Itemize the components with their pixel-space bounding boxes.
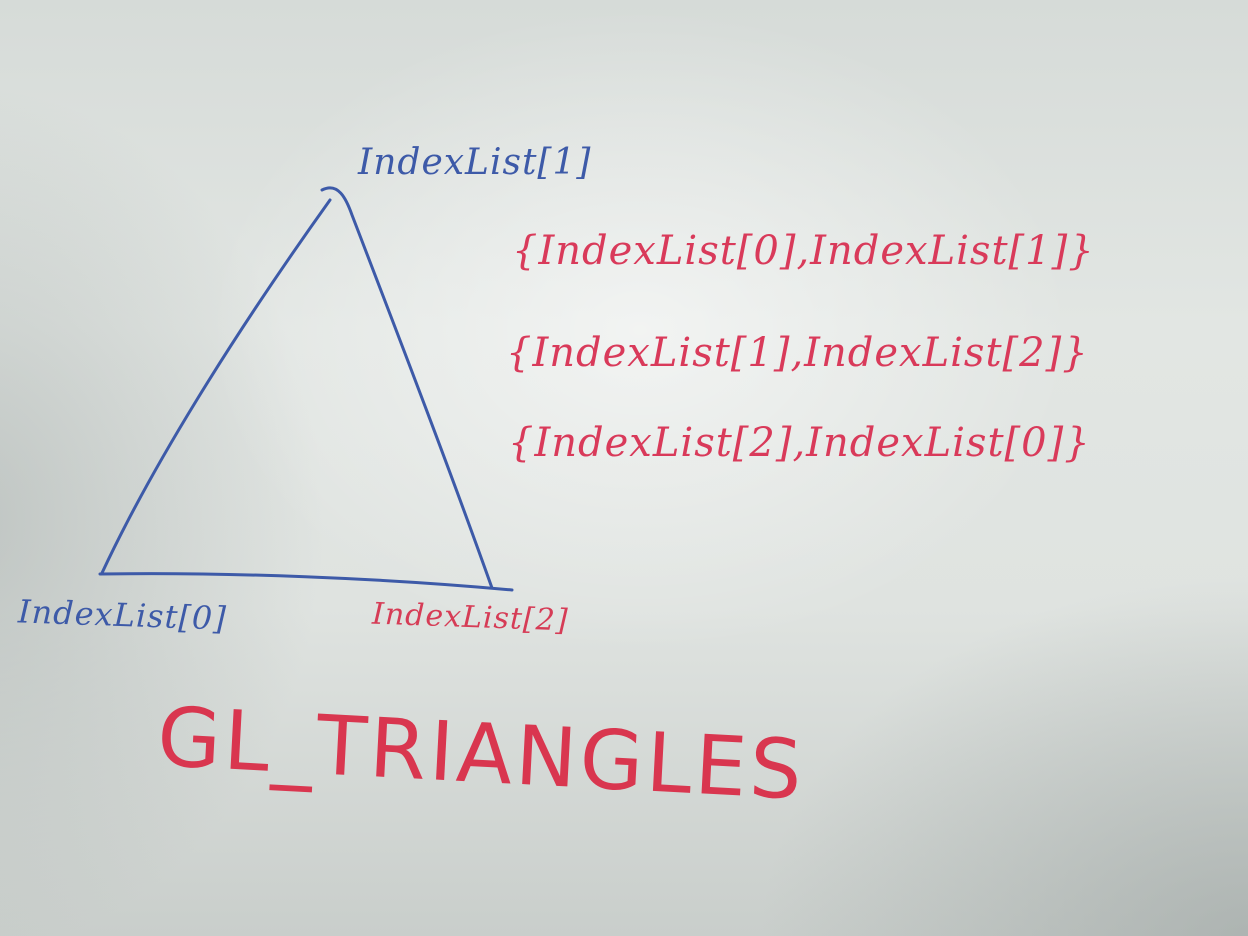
triangle-edge-right: [320, 186, 494, 590]
edge-pair-0: {IndexList[0],IndexList[1]}: [512, 228, 1095, 274]
triangle-edge-left: [100, 198, 332, 575]
triangle-edge-bottom: [98, 572, 514, 592]
vertex-label-bottom-right: IndexList[2]: [371, 596, 570, 639]
edge-pair-2: {IndexList[2],IndexList[0]}: [508, 420, 1091, 466]
vertex-label-top: IndexList[1]: [358, 142, 592, 183]
edge-pair-1: {IndexList[1],IndexList[2]}: [506, 330, 1089, 376]
vertex-label-bottom-left: IndexList[0]: [17, 592, 228, 638]
